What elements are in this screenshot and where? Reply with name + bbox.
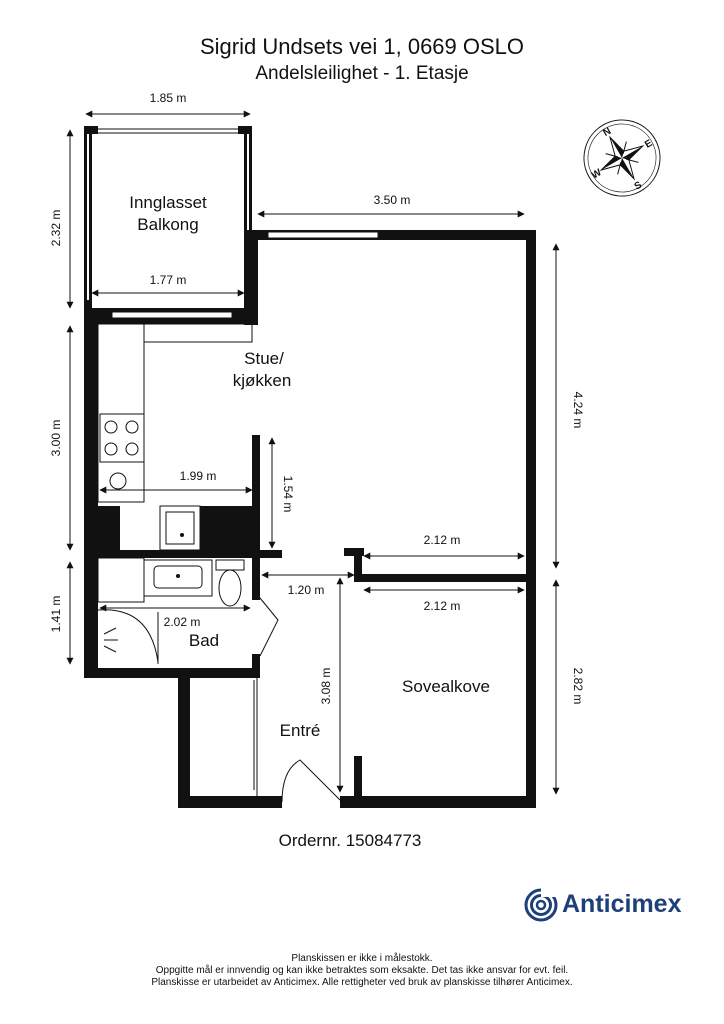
room-living-label-1: Stue/ — [244, 349, 284, 368]
dim-bedroom-width-inner: 2.12 m — [424, 599, 461, 613]
dim-hall-width: 1.20 m — [288, 583, 325, 597]
room-balcony-label-2: Balkong — [137, 215, 198, 234]
room-living-label-2: kjøkken — [233, 371, 292, 390]
dimension-labels: 1.85 m 1.77 m 2.32 m 3.50 m 4.24 m 3.00 … — [49, 91, 585, 704]
dim-balcony-width-outer: 1.85 m — [150, 91, 187, 105]
room-bath-label: Bad — [189, 631, 219, 650]
compass-e: E — [643, 138, 655, 151]
room-fridge-label: K/F — [215, 519, 241, 538]
dim-bath-depth: 1.41 m — [49, 596, 63, 633]
compass-icon: N S E W — [583, 119, 661, 197]
order-number: Ordernr. 15084773 — [278, 831, 422, 850]
dim-bedroom-width-top: 2.12 m — [424, 533, 461, 547]
compass-n: N — [601, 126, 613, 139]
page-title: Sigrid Undsets vei 1, 0669 OSLO — [199, 34, 525, 59]
room-labels: Innglasset Balkong Stue/ kjøkken K/F Bad… — [129, 193, 490, 740]
dim-kitchen-side: 1.54 m — [281, 476, 295, 513]
disclaimer: Planskissen er ikke i målestokk. Oppgitt… — [0, 953, 724, 989]
dim-kitchen-counter: 1.99 m — [180, 469, 217, 483]
page-subtitle: Andelsleilighet - 1. Etasje — [255, 63, 469, 84]
bathroom-fixtures — [97, 557, 245, 664]
dim-entry-depth: 3.08 m — [319, 668, 333, 705]
balcony-walls — [84, 126, 252, 311]
doors — [253, 597, 341, 803]
disclaimer-line-2: Oppgitte mål er innvendig og kan ikke be… — [155, 965, 569, 976]
dim-living-depth: 4.24 m — [571, 392, 585, 429]
disclaimer-line-1: Planskissen er ikke i målestokk. — [291, 953, 433, 964]
dim-living-width: 3.50 m — [374, 193, 411, 207]
anticimex-logo-icon — [524, 888, 558, 922]
brand-name: Anticimex — [562, 890, 682, 918]
disclaimer-line-3: Planskisse er utarbeidet av Anticimex. A… — [151, 977, 573, 988]
dim-balcony-width-inner: 1.77 m — [150, 273, 187, 287]
brand-logo: Anticimex — [524, 888, 694, 922]
room-bedroom-label: Sovealkove — [402, 677, 490, 696]
room-entry-label: Entré — [280, 721, 321, 740]
compass-s: S — [633, 180, 645, 193]
room-balcony-label-1: Innglasset — [129, 193, 207, 212]
dim-bath-width: 2.02 m — [164, 615, 201, 629]
dimension-lines — [66, 110, 560, 795]
kitchen-fixtures — [97, 323, 253, 551]
dim-balcony-depth: 2.32 m — [49, 210, 63, 247]
dim-bedroom-depth: 2.82 m — [571, 668, 585, 705]
apartment-walls — [84, 230, 536, 808]
dim-kitchen-length: 3.00 m — [49, 420, 63, 457]
